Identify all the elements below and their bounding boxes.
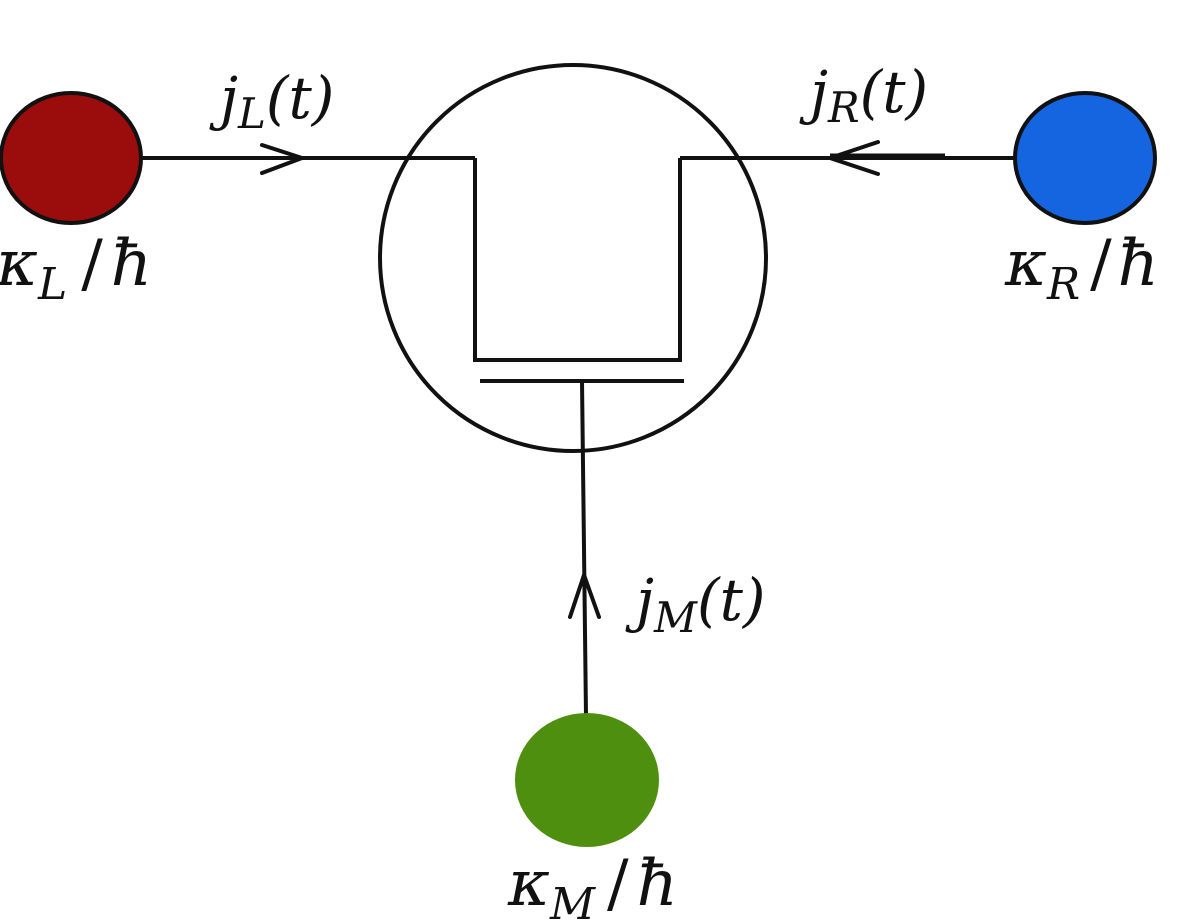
right-reservoir: [1013, 91, 1157, 225]
right-reservoir-label: κR/ħ: [1004, 227, 1159, 310]
middle-lead: [580, 380, 588, 717]
right-current-label: jR(t): [799, 58, 928, 132]
left-reservoir: [0, 91, 143, 225]
device-circle: [378, 63, 768, 453]
middle-reservoir-label: κM/ħ: [507, 847, 678, 922]
central-device: [378, 63, 768, 453]
middle-current-label: jM(t): [625, 566, 766, 642]
right-current-arrow: [828, 140, 880, 176]
middle-reservoir: [515, 713, 659, 847]
left-reservoir-label: κL/ħ: [0, 227, 152, 310]
left-current-arrow: [260, 143, 304, 175]
quantum-well: [473, 158, 682, 362]
middle-current-arrow: [568, 573, 601, 619]
left-current-label: jL(t): [209, 64, 334, 138]
